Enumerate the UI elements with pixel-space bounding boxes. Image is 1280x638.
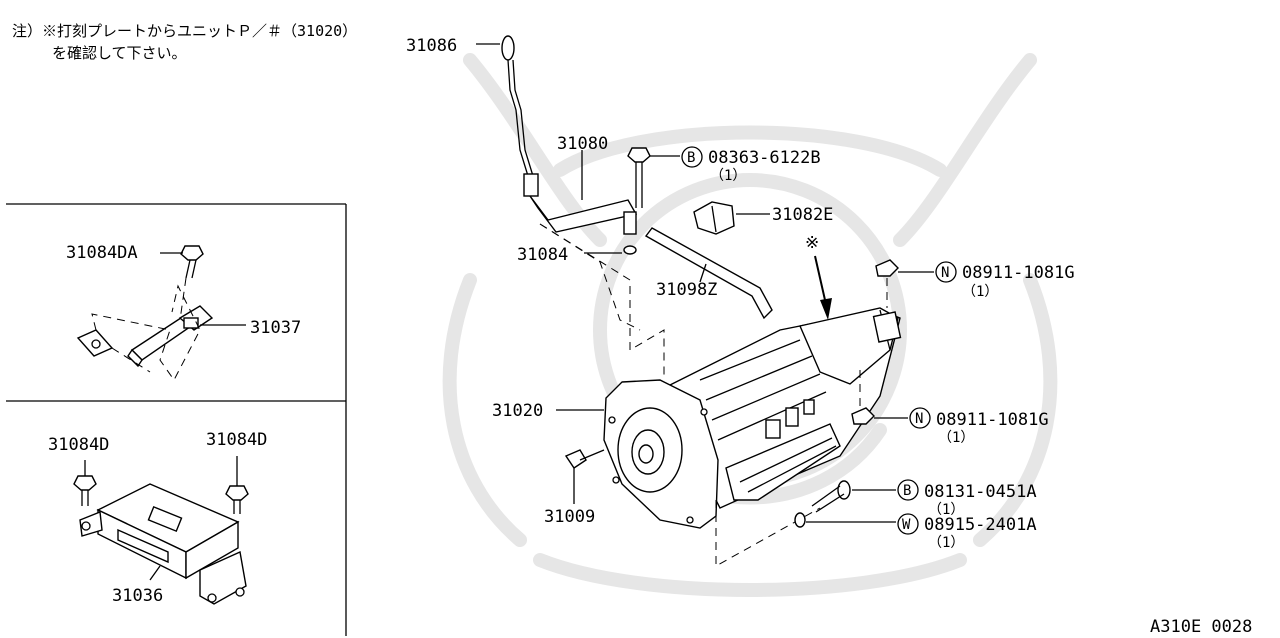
nut-08911-1081G-mid (851, 370, 931, 429)
note-line-1: 注）※打刻プレートからユニットＰ／＃（31020） (12, 22, 357, 40)
label-31086: 31086 (406, 36, 457, 56)
label-31020: 31020 (492, 401, 543, 421)
marker-symbol: ※ (805, 233, 819, 253)
qty-nut-top: （1） (962, 284, 998, 300)
label-31084D-right: 31084D (206, 430, 267, 450)
marker-arrow (814, 255, 832, 320)
partno-bolt-top: 08363-6122B (708, 148, 821, 168)
qty-washer: （1） (928, 535, 964, 551)
partno-washer: 08915-2401A (924, 515, 1037, 535)
o-ring-31084 (539, 223, 665, 380)
prefix-nut-top: N (941, 265, 949, 281)
label-31084: 31084 (517, 245, 568, 265)
label-31080: 31080 (557, 134, 608, 154)
nut-08911-1081G-top (875, 259, 957, 308)
prefix-bolt-bottom: B (903, 483, 911, 499)
label-31098Z: 31098Z (656, 280, 717, 300)
prefix-washer: W (902, 517, 911, 533)
dipstick-31086 (476, 35, 534, 177)
bracket-assembly-31037 (76, 245, 246, 381)
filler-tube-31080 (523, 150, 638, 235)
partno-nut-top: 08911-1081G (962, 263, 1075, 283)
washer-08915-2401A (794, 512, 919, 535)
assembly-line-lower (715, 500, 821, 567)
bolt-08131-0451A (811, 479, 919, 513)
control-unit-31036 (73, 456, 249, 605)
qty-bolt-bottom: （1） (928, 502, 964, 518)
prefix-nut-mid: N (915, 411, 923, 427)
qty-nut-mid: （1） (938, 430, 974, 446)
assembly-line-upper (539, 223, 641, 331)
label-31084DA: 31084DA (66, 243, 138, 263)
label-31084D-left: 31084D (48, 435, 109, 455)
transmission-31020 (556, 307, 902, 529)
partno-bolt-bottom: 08131-0451A (924, 482, 1037, 502)
inset-frames (6, 203, 347, 636)
note-line-2: を確認して下さい。 (52, 44, 187, 62)
partno-nut-mid: 08911-1081G (936, 410, 1049, 430)
hose-31098Z (644, 227, 773, 320)
label-31036: 31036 (112, 586, 163, 606)
plug-31009 (564, 449, 605, 504)
qty-bolt-top: （1） (710, 168, 746, 184)
bolt-08363-6122B (627, 146, 703, 208)
diagram-code: A310E 0028 (1150, 617, 1252, 637)
label-31009: 31009 (544, 507, 595, 527)
label-31037: 31037 (250, 318, 301, 338)
label-31082E: 31082E (772, 205, 833, 225)
prefix-bolt-top: B (687, 150, 695, 166)
clip-31082E (693, 201, 770, 235)
